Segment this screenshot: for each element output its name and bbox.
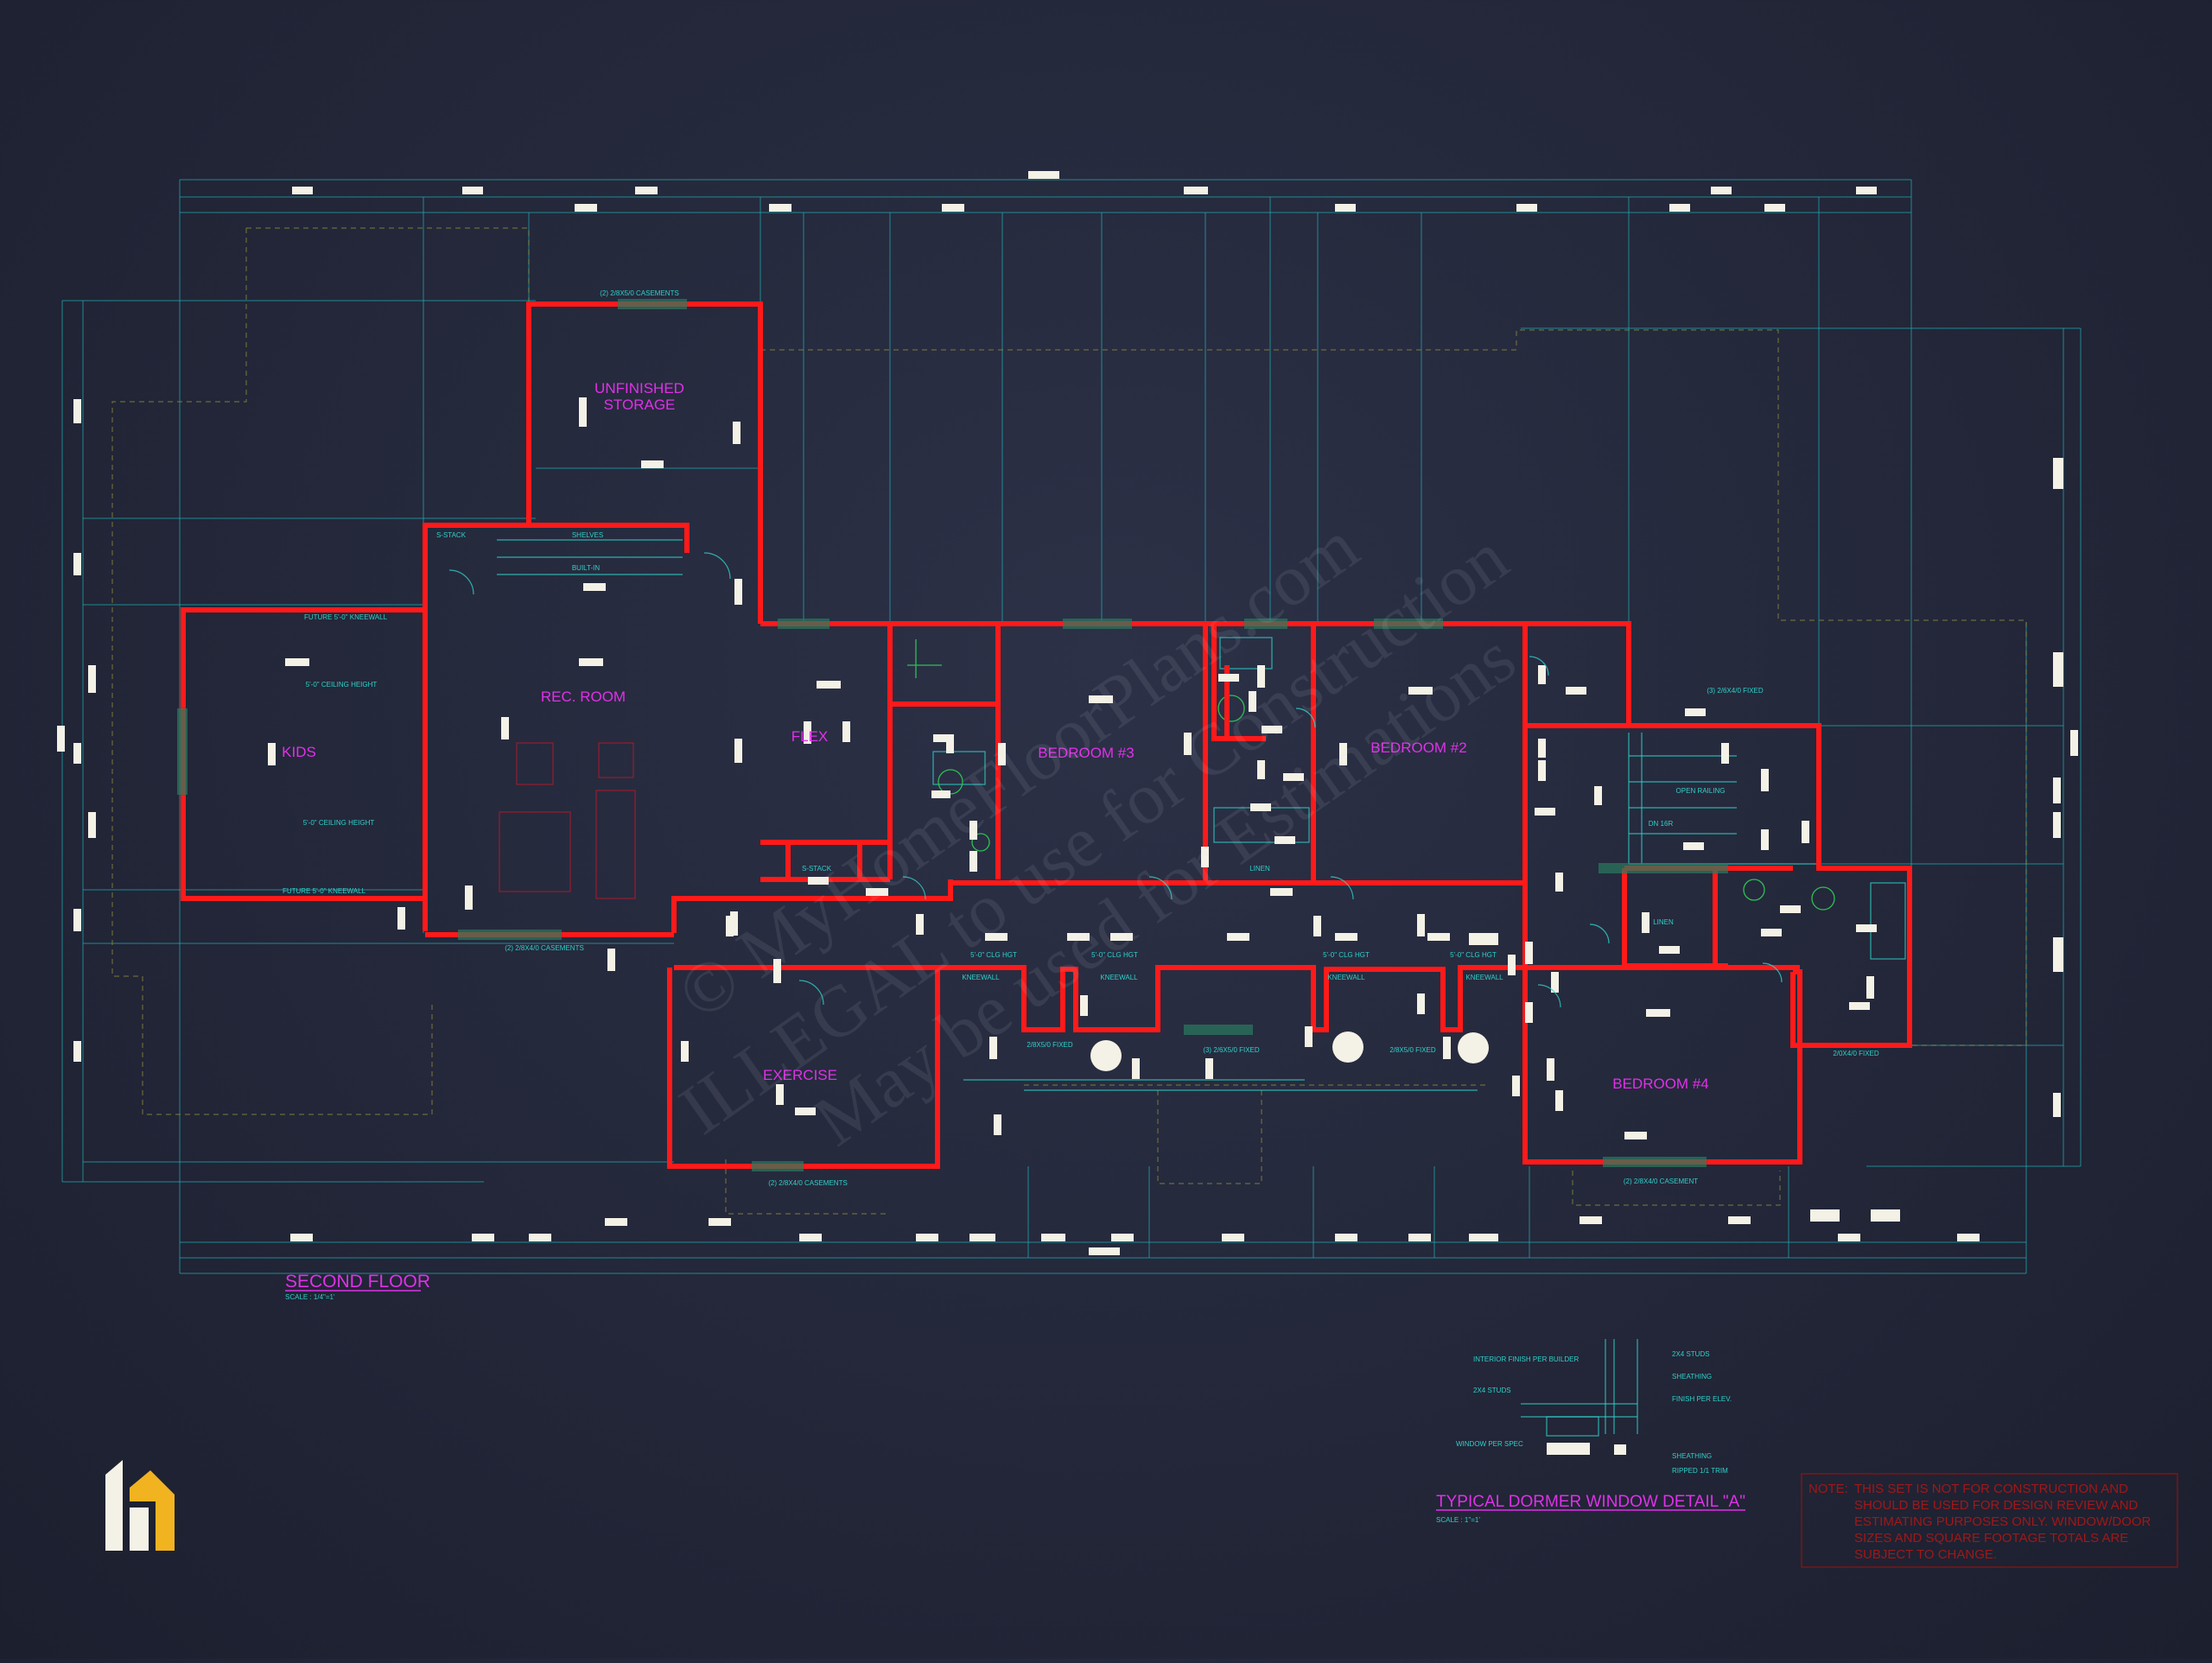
note-casement-bottom-left: (2) 2/8X4/0 CASEMENTS xyxy=(505,944,584,952)
dormer-markers xyxy=(1090,1031,1489,1071)
note-future-kneewall-top: FUTURE 5'-0" KNEEWALL xyxy=(304,613,388,621)
note-line-4: SIZES AND SQUARE FOOTAGE TOTALS ARE xyxy=(1854,1531,2128,1546)
note-built-in: BUILT-IN xyxy=(572,564,601,572)
note-kneewall-c: KNEEWALL xyxy=(1327,974,1365,981)
roof-outline xyxy=(111,227,2027,1215)
room-label-flex: FLEX xyxy=(791,728,829,745)
note-stack-bottom: S-STACK xyxy=(802,865,832,873)
note-clg-hgt-b: 5'-0" CLG HGT xyxy=(1091,951,1138,959)
plan-scale: SCALE : 1/4"=1' xyxy=(285,1293,335,1301)
detail-label-window-spec: WINDOW PER SPEC xyxy=(1456,1440,1523,1448)
walls xyxy=(181,301,1912,1169)
detail-label-ripped-trim: RIPPED 1/1 TRIM xyxy=(1672,1467,1728,1475)
disclaimer-note: NOTE: THIS SET IS NOT FOR CONSTRUCTION A… xyxy=(1801,1473,2178,1568)
detail-label-finish-elev: FINISH PER ELEV. xyxy=(1672,1395,1732,1403)
note-fixed-c: 2/8X5/0 FIXED xyxy=(1389,1046,1436,1054)
room-label-unfinished: UNFINISHED xyxy=(594,380,684,397)
note-clg-hgt-a: 5'-0" CLG HGT xyxy=(970,951,1017,959)
door-swings xyxy=(448,552,1783,1008)
note-kneewall-d: KNEEWALL xyxy=(1465,974,1503,981)
note-kneewall-a: KNEEWALL xyxy=(962,974,1000,981)
note-dn: DN 16R xyxy=(1649,820,1674,828)
dimension-lines xyxy=(61,179,2082,1274)
note-casements-top: (2) 2/8X5/0 CASEMENTS xyxy=(600,289,679,297)
note-kneewall-b: KNEEWALL xyxy=(1100,974,1138,981)
detail-label-interior-finish: INTERIOR FINISH PER BUILDER xyxy=(1473,1355,1579,1363)
room-labels: UNFINISHED STORAGE REC. ROOM KIDS FLEX B… xyxy=(282,380,1709,1092)
room-label-kids: KIDS xyxy=(282,744,316,760)
note-clg-hgt-c: 5'-0" CLG HGT xyxy=(1323,951,1370,959)
room-label-exercise: EXERCISE xyxy=(763,1067,837,1083)
note-line-3: ESTIMATING PURPOSES ONLY. WINDOW/DOOR xyxy=(1854,1514,2152,1529)
note-ceiling-height-bottom: 5'-0" CEILING HEIGHT xyxy=(303,819,375,827)
note-line-2: SHOULD BE USED FOR DESIGN REVIEW AND xyxy=(1854,1498,2139,1513)
detail-scale: SCALE : 1"=1' xyxy=(1436,1516,1480,1524)
note-label: NOTE: xyxy=(1808,1482,1848,1496)
room-label-linen-1: LINEN xyxy=(1249,865,1270,873)
note-ceiling-height-top: 5'-0" CEILING HEIGHT xyxy=(306,681,378,689)
note-shelves: SHELVES xyxy=(572,531,603,539)
detail-label-studs-right: 2X4 STUDS xyxy=(1672,1350,1710,1358)
note-fixed-bath: 2/0X4/0 FIXED xyxy=(1833,1050,1879,1057)
home-logo-icon xyxy=(105,1460,175,1551)
note-stack-top: S-STACK xyxy=(436,531,467,539)
room-label-rec-room: REC. ROOM xyxy=(541,689,626,705)
detail-label-sheathing-bottom: SHEATHING xyxy=(1672,1452,1712,1460)
window-marks xyxy=(177,299,1728,1171)
plan-title-block: SECOND FLOOR SCALE : 1/4"=1' xyxy=(285,1272,430,1301)
note-clg-hgt-d: 5'-0" CLG HGT xyxy=(1450,951,1497,959)
dimension-tags xyxy=(57,171,2078,1255)
note-fixed-b: (3) 2/6X5/0 FIXED xyxy=(1203,1046,1260,1054)
room-label-bedroom-2: BEDROOM #2 xyxy=(1370,739,1466,756)
detail-label-studs-left: 2X4 STUDS xyxy=(1473,1387,1511,1394)
watermark: © MyHomeFloorPlans.com ILLEGAL to use fo… xyxy=(664,505,1529,1161)
note-line-1: THIS SET IS NOT FOR CONSTRUCTION AND xyxy=(1854,1482,2128,1496)
note-open-railing: OPEN RAILING xyxy=(1676,787,1726,795)
room-label-linen-2: LINEN xyxy=(1653,918,1674,926)
note-casement-bottom-right: (2) 2/8X4/0 CASEMENT xyxy=(1624,1177,1698,1185)
detail-label-sheathing-top: SHEATHING xyxy=(1672,1373,1712,1381)
dormer-detail: INTERIOR FINISH PER BUILDER 2X4 STUDS WI… xyxy=(1436,1339,1745,1524)
detail-title: TYPICAL DORMER WINDOW DETAIL "A" xyxy=(1436,1493,1745,1511)
room-label-bedroom-3: BEDROOM #3 xyxy=(1038,745,1134,761)
annotations: FUTURE 5'-0" KNEEWALL 5'-0" CEILING HEIG… xyxy=(283,289,1879,1187)
room-label-bedroom-4: BEDROOM #4 xyxy=(1612,1076,1708,1092)
plan-title: SECOND FLOOR xyxy=(285,1272,430,1292)
note-fixed-right: (3) 2/6X4/0 FIXED xyxy=(1707,687,1764,695)
note-casement-exercise: (2) 2/8X4/0 CASEMENTS xyxy=(768,1179,848,1187)
note-line-5: SUBJECT TO CHANGE. xyxy=(1854,1547,1997,1562)
room-label-storage: STORAGE xyxy=(604,397,676,413)
note-future-kneewall-bottom: FUTURE 5'-0" KNEEWALL xyxy=(283,887,366,895)
note-fixed-a: 2/8X5/0 FIXED xyxy=(1027,1041,1073,1049)
